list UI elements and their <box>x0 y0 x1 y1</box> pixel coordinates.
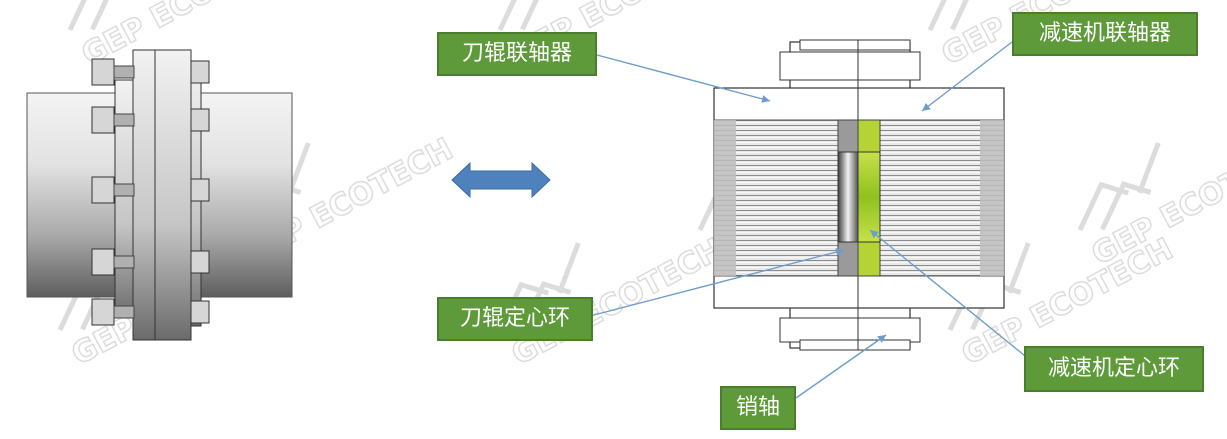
bolt-head <box>190 250 210 274</box>
label-reducer-centering-ring: 减速机定心环 <box>1024 346 1204 392</box>
watermark-logo: GEP ECOTECH <box>1077 131 1227 273</box>
bolt-head <box>190 60 210 84</box>
label-reducer-coupling: 减速机联轴器 <box>1012 12 1198 56</box>
label-pin-shaft: 销轴 <box>720 386 796 430</box>
bolt-head <box>91 106 115 134</box>
bolt-head <box>190 178 210 202</box>
bolt-shank <box>113 65 135 79</box>
bolt-shank <box>113 305 135 319</box>
watermark-logo: GEP ECOTECH <box>497 231 730 373</box>
bolt-head <box>190 108 210 132</box>
bolt-head <box>91 58 115 86</box>
bolt-head <box>91 298 115 326</box>
double-arrow-icon <box>451 161 551 199</box>
bolt-head <box>91 248 115 276</box>
label-roller-coupling: 刀辊联轴器 <box>437 32 597 76</box>
coupling-cross-section <box>713 39 1005 351</box>
bolt-heads <box>91 58 210 326</box>
bolt-head <box>190 300 210 324</box>
label-roller-centering-ring: 刀辊定心环 <box>437 297 593 341</box>
coupling-external-view <box>26 49 293 341</box>
bolt-shank <box>113 183 135 197</box>
bolt-shank <box>113 255 135 269</box>
bolt-head <box>91 176 115 204</box>
leader-lines <box>589 41 1031 399</box>
bolt-shank <box>113 113 135 127</box>
